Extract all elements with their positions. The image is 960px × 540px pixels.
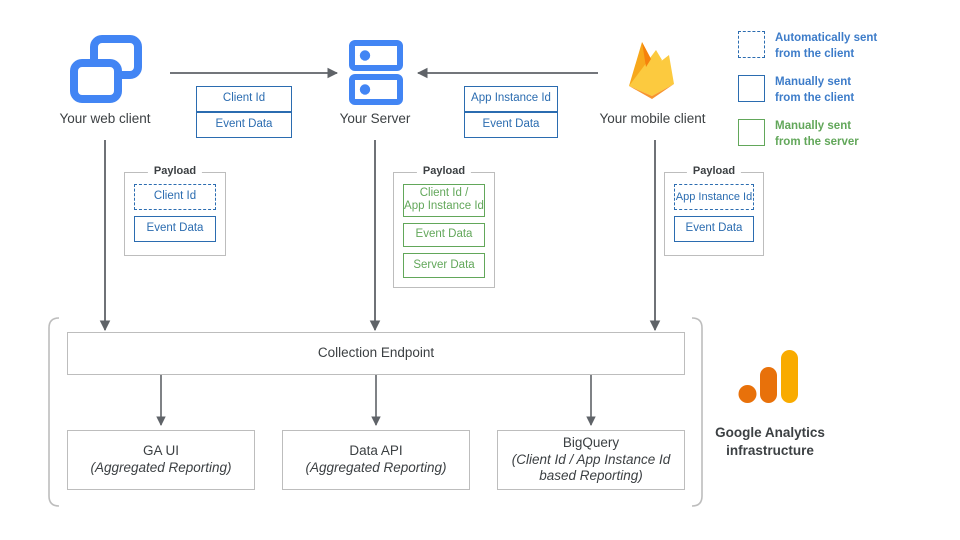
payload-mobile-title: Payload (686, 165, 742, 177)
output-subtitle: (Aggregated Reporting) (90, 460, 232, 475)
legend: Automatically sent from the client Manua… (738, 31, 953, 163)
legend-item-manual-client: Manually sent from the client (738, 75, 953, 106)
output-subtitle: (Aggregated Reporting) (305, 460, 447, 475)
output-subtitle: (Client Id / App Instance Id based Repor… (511, 451, 671, 484)
collection-endpoint-label: Collection Endpoint (317, 345, 435, 361)
transfer-web-chip-0[interactable]: Client Id (196, 86, 292, 112)
payload-server-title: Payload (416, 165, 472, 177)
collection-endpoint-box[interactable]: Collection Endpoint (67, 332, 685, 375)
ga-infrastructure-caption: Google Analytics infrastructure (715, 425, 825, 458)
payload-mobile: Payload App Instance Id Event Data (664, 165, 764, 256)
transfer-mobile-chip-1[interactable]: Event Data (464, 112, 558, 138)
server-label: Your Server (339, 111, 411, 126)
legend-item-manual-server: Manually sent from the server (738, 119, 953, 150)
node-mobile-client[interactable] (617, 36, 687, 102)
firebase-icon (617, 36, 687, 102)
output-title: Data API (349, 443, 403, 459)
payload-web-title: Payload (147, 165, 203, 177)
output-title: BigQuery (562, 434, 620, 450)
bracket-right (691, 317, 703, 507)
bracket-left (48, 317, 60, 507)
output-title: GA UI (142, 443, 179, 459)
payload-server-item-1[interactable]: Event Data (403, 222, 485, 248)
mobile-client-label: Your mobile client (599, 111, 706, 126)
output-box-bigquery[interactable]: BigQuery (Client Id / App Instance Id ba… (497, 430, 685, 490)
transfer-mobile-chip-0[interactable]: App Instance Id (464, 86, 558, 112)
output-box-data-api[interactable]: Data API (Aggregated Reporting) (282, 430, 470, 490)
server-icon (345, 40, 407, 106)
payload-web-item-0[interactable]: Client Id (134, 184, 216, 210)
legend-item-auto-client: Automatically sent from the client (738, 31, 953, 62)
legend-label: Automatically sent from the client (775, 32, 878, 60)
payload-mobile-item-0[interactable]: App Instance Id (674, 184, 754, 210)
payload-web: Payload Client Id Event Data (124, 165, 226, 256)
legend-swatch-solid-blue (738, 75, 765, 103)
legend-label: Manually sent from the client (775, 76, 855, 104)
transfer-web-chip-1[interactable]: Event Data (196, 112, 292, 138)
payload-server-item-2[interactable]: Server Data (403, 253, 485, 278)
payload-web-item-1[interactable]: Event Data (134, 216, 216, 242)
output-box-ga-ui[interactable]: GA UI (Aggregated Reporting) (67, 430, 255, 490)
node-server[interactable] (345, 40, 407, 106)
node-web-client[interactable] (60, 34, 152, 108)
legend-label: Manually sent from the server (775, 120, 859, 148)
web-client-icon (60, 34, 152, 108)
payload-server: Payload Client Id / App Instance Id Even… (393, 165, 495, 288)
payload-server-item-0[interactable]: Client Id / App Instance Id (403, 184, 485, 217)
web-client-label: Your web client (59, 111, 151, 126)
legend-swatch-dashed-blue (738, 31, 765, 58)
google-analytics-logo (738, 348, 800, 410)
payload-mobile-item-1[interactable]: Event Data (674, 216, 754, 242)
legend-swatch-solid-green (738, 119, 765, 147)
